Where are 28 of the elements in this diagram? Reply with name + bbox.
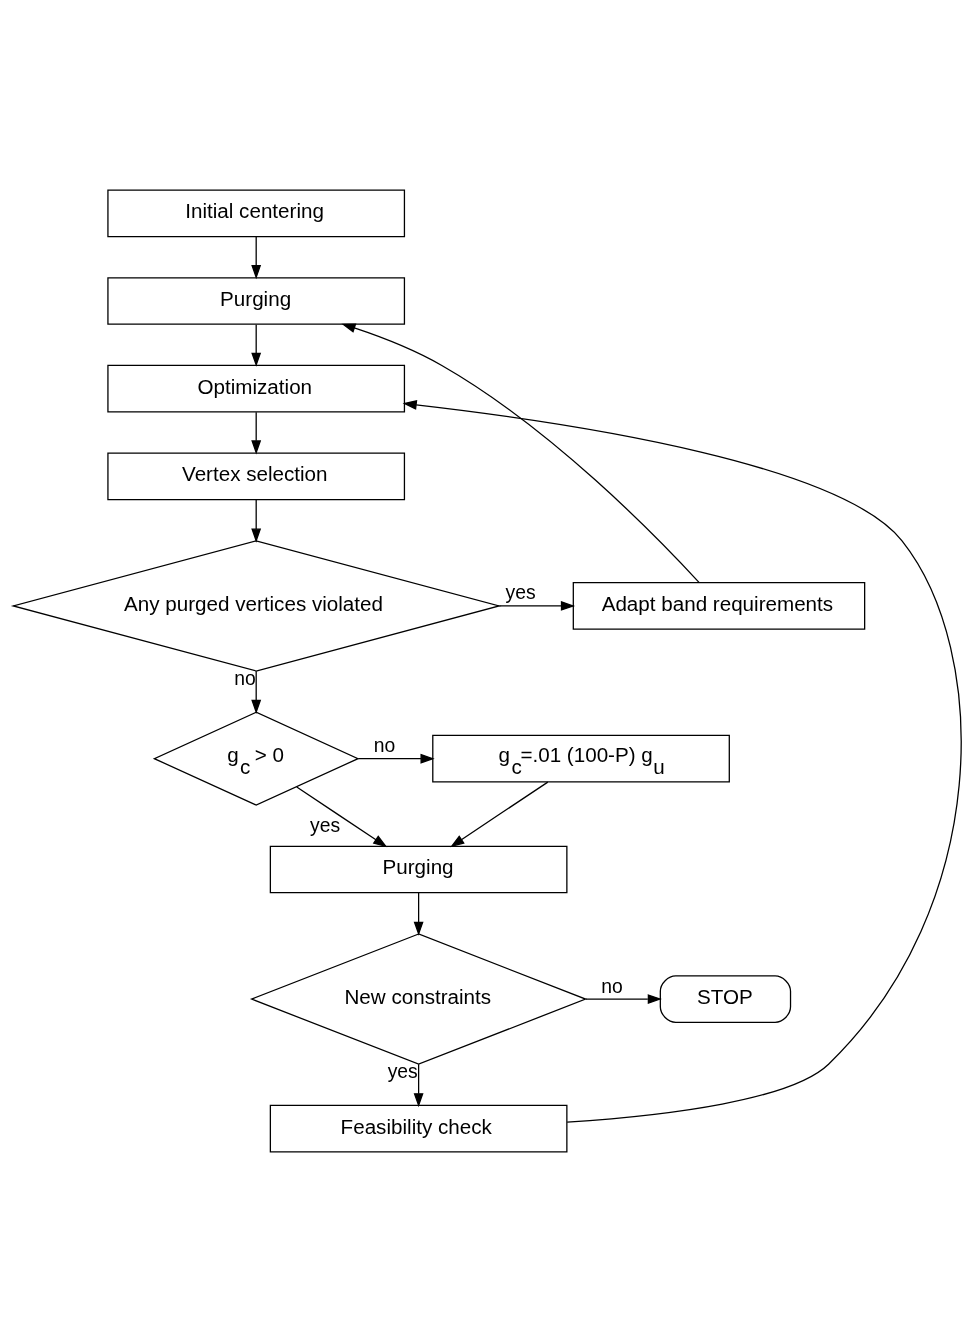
edge-label: yes <box>505 582 536 604</box>
edge-label: no <box>601 975 623 997</box>
arrow <box>251 670 262 715</box>
arrow <box>585 994 662 1005</box>
arrow <box>357 753 435 764</box>
arrow <box>450 781 549 848</box>
edge-label: no <box>373 735 396 757</box>
node-diamond: Any purged vertices violated <box>10 540 502 672</box>
arrow <box>251 236 262 280</box>
node-box: Initial centering <box>107 189 406 238</box>
arrow <box>402 400 962 1123</box>
node-box: Vertex selection <box>107 452 406 501</box>
node-box: Purging <box>107 277 406 325</box>
node-box: Purging <box>269 845 568 894</box>
arrow <box>251 324 262 367</box>
node-box: Optimization <box>107 364 406 413</box>
edge-label: yes <box>310 814 341 836</box>
node-box: Adapt band requirements <box>572 582 866 630</box>
node-diamond: New constraints <box>249 933 588 1065</box>
node-box: Feasibility check <box>269 1104 568 1153</box>
node-box: STOP <box>659 975 792 1023</box>
arrow <box>413 1063 424 1108</box>
arrow <box>296 786 388 848</box>
arrow <box>251 499 262 543</box>
arrow <box>498 600 576 611</box>
arrow <box>413 892 424 936</box>
arrow <box>341 323 700 584</box>
arrow <box>251 411 262 455</box>
